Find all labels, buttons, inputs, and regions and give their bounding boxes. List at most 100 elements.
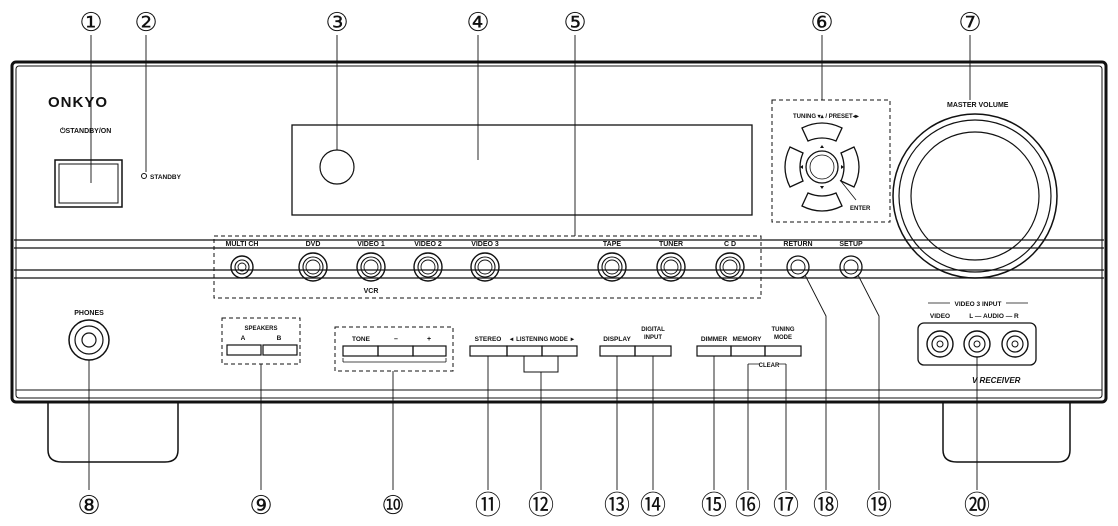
- master-volume-label: MASTER VOLUME: [947, 102, 1009, 109]
- input-selector-button[interactable]: [230, 255, 254, 279]
- brand-logo: ONKYO: [48, 94, 108, 111]
- tone-minus-label: –: [394, 336, 398, 343]
- input-selector-button[interactable]: [298, 252, 328, 282]
- input-selector-button[interactable]: [356, 252, 386, 282]
- tone-bracket: [342, 358, 447, 363]
- leader-19: [857, 274, 880, 490]
- display-label: DISPLAY: [603, 336, 631, 343]
- tone-plus-label: +: [427, 336, 431, 343]
- video-jack[interactable]: [926, 330, 954, 358]
- callout-10: ⑩: [381, 491, 404, 521]
- callout-20: ⑳: [964, 491, 990, 521]
- left-foot: [47, 402, 179, 463]
- tone-button[interactable]: [342, 345, 379, 357]
- display-button[interactable]: [599, 345, 636, 357]
- feet: [47, 402, 1071, 463]
- listening-mode-left-button[interactable]: [506, 345, 543, 357]
- callout-14: ⑭: [640, 491, 666, 521]
- standby-indicator-label: STANDBY: [150, 174, 182, 181]
- input-selector-button[interactable]: [715, 252, 745, 282]
- selector-label: MULTI CH: [226, 241, 259, 248]
- speaker-a-button[interactable]: [226, 344, 262, 356]
- tone-group: [334, 326, 454, 372]
- listening-mode-label: ◄ LISTENING MODE ►: [509, 337, 576, 343]
- tuning-mode-label-line1: TUNING: [772, 327, 795, 333]
- selector-button-ring: [230, 255, 254, 279]
- digital-input-label-line2: INPUT: [644, 335, 662, 341]
- display-window: [291, 124, 753, 216]
- preset-left-button[interactable]: [784, 146, 804, 188]
- input-selector-button[interactable]: [597, 252, 627, 282]
- selector-label: DVD: [306, 241, 321, 248]
- tone-minus-button[interactable]: [377, 345, 414, 357]
- selector-button-ring: [413, 252, 443, 282]
- speakers-title: SPEAKERS: [244, 326, 277, 332]
- leader-18: [804, 274, 827, 490]
- selector-button-ring: [474, 256, 496, 278]
- callout-19: ⑲: [866, 491, 892, 521]
- dimmer-button[interactable]: [696, 345, 732, 357]
- setup-button[interactable]: [839, 255, 863, 279]
- stereo-label: STEREO: [475, 336, 502, 343]
- enter-button[interactable]: [805, 150, 839, 184]
- speaker-b-label: B: [277, 335, 282, 342]
- tuning-arrows: [800, 145, 844, 189]
- selector-label: VIDEO 3: [471, 241, 499, 248]
- speaker-a-label: A: [241, 335, 246, 342]
- standby-on-button[interactable]: [54, 159, 123, 208]
- tone-plus-button[interactable]: [412, 345, 447, 357]
- speakers-group: [221, 317, 301, 365]
- down-arrow-icon: [820, 186, 824, 189]
- audio-right-jack[interactable]: [1001, 330, 1029, 358]
- callout-12: ⑫: [528, 491, 554, 521]
- tuning-up-button[interactable]: [801, 122, 843, 142]
- digital-input-label-line1: DIGITAL: [641, 327, 665, 333]
- selector-button-ring: [715, 252, 745, 282]
- tuning-mode-button[interactable]: [764, 345, 802, 357]
- clear-label: CLEAR: [759, 363, 780, 369]
- callout-6: ⑥: [810, 8, 833, 38]
- phones-label: PHONES: [74, 310, 104, 317]
- listening-mode-right-button[interactable]: [541, 345, 578, 357]
- selector-button-ring: [722, 259, 738, 275]
- selector-label: TUNER: [659, 241, 683, 248]
- callout-18: ⑱: [813, 491, 839, 521]
- input-selector-button[interactable]: [413, 252, 443, 282]
- return-button[interactable]: [786, 255, 810, 279]
- listening-mode-bracket: [523, 356, 559, 373]
- video3-video-label: VIDEO: [930, 313, 950, 320]
- selector-button-ring: [719, 256, 741, 278]
- input-selector-buttons: [230, 252, 745, 282]
- chassis-inner-outline: [15, 65, 1103, 399]
- input-selector-button[interactable]: [656, 252, 686, 282]
- selector-button-ring: [477, 259, 493, 275]
- stereo-button[interactable]: [469, 345, 508, 357]
- selector-button-ring: [601, 256, 623, 278]
- speaker-b-button[interactable]: [262, 344, 298, 356]
- power-label: ⏻STANDBY/ON: [60, 127, 111, 135]
- tuning-preset-group: [771, 99, 891, 223]
- right-arrow-icon: [841, 165, 844, 169]
- callout-16: ⑯: [735, 491, 761, 521]
- tuning-preset-label: TUNING ▾▴ / PRESET◂▸: [793, 114, 860, 120]
- chassis-outline: [10, 60, 1108, 404]
- up-arrow-icon: [820, 145, 824, 148]
- volume-knob-face: [910, 131, 1040, 261]
- phones-jack[interactable]: [68, 319, 110, 361]
- callout-9: ⑨: [249, 491, 272, 521]
- tone-label: TONE: [352, 336, 371, 343]
- digital-input-button[interactable]: [634, 345, 672, 357]
- input-selector-button[interactable]: [470, 252, 500, 282]
- selector-label: TAPE: [603, 241, 621, 248]
- audio-left-jack[interactable]: [963, 330, 991, 358]
- chassis: [10, 60, 1108, 404]
- standby-on-button-face: [58, 163, 119, 204]
- selector-button-ring: [305, 259, 321, 275]
- memory-button[interactable]: [730, 345, 766, 357]
- master-volume-knob[interactable]: [892, 113, 1058, 279]
- callout-leaders: [88, 35, 978, 490]
- tuning-down-button[interactable]: [801, 192, 843, 212]
- selector-button-ring: [604, 259, 620, 275]
- selector-button-ring: [234, 259, 250, 275]
- standby-led: [141, 173, 147, 179]
